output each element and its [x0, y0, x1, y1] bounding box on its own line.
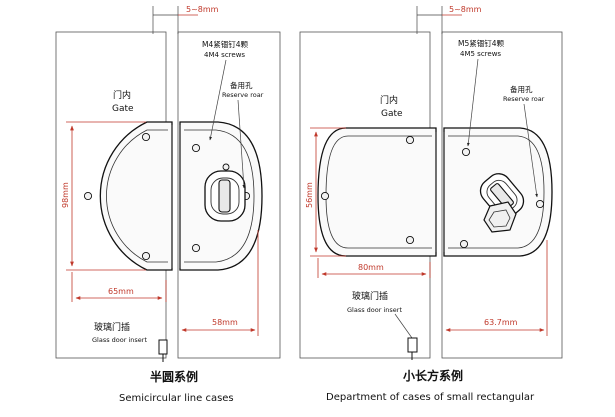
caption-cn: 半圆系例: [150, 369, 198, 384]
gate-label-en: Gate: [112, 104, 134, 114]
screw-hole: [405, 235, 415, 245]
gate-label-cn: 门内: [113, 89, 131, 101]
reserve-label-en: Reserve roar: [503, 95, 545, 103]
right-glass-panel: [177, 31, 281, 359]
gate-label-en: Gate: [381, 109, 403, 119]
screw-hole: [83, 191, 93, 201]
semicircular-lock-body: [99, 121, 173, 271]
gap-label: 5~8mm: [186, 5, 219, 14]
offset-label: 58mm: [212, 318, 238, 327]
knob-lever: [218, 179, 231, 213]
caption-en: Semicircular line cases: [119, 393, 234, 404]
height-label: 98mm: [61, 182, 70, 208]
glass-insert-label-en: Glass door insert: [347, 306, 402, 314]
glass-insert-label-cn: 玻璃门插: [94, 321, 130, 333]
glass-insert: [158, 339, 168, 355]
screw-hole: [222, 163, 230, 171]
reserve-label-cn: 备用孔: [230, 80, 253, 90]
screw-hole: [191, 143, 201, 153]
width-label: 80mm: [358, 263, 384, 272]
screw-hole: [461, 147, 471, 157]
reserve-hole: [535, 199, 545, 209]
glass-insert-label-en: Glass door insert: [92, 336, 147, 344]
screw-hole: [141, 251, 151, 261]
screw-hole: [191, 243, 201, 253]
glass-insert-label-cn: 玻璃门插: [352, 290, 388, 302]
reserve-label-cn: 备用孔: [510, 84, 533, 94]
screw-hole: [141, 132, 151, 142]
screw-label-en: 4M5 screws: [460, 50, 501, 58]
semicircular-figure: 5~8mm M4紧锢钉4颗 4M4 screws 备用孔 Reserve roa…: [55, 5, 281, 404]
screw-label-cn: M4紧锢钉4颗: [202, 39, 249, 49]
screw-hole: [459, 239, 469, 249]
gap-label: 5~8mm: [449, 5, 482, 14]
glass-insert: [407, 337, 418, 353]
offset-label: 63.7mm: [484, 318, 518, 327]
rectangular-figure: 5~8mm M5紧锢钉4颗 4M5 screws 备用孔 Reserve roa…: [299, 5, 563, 403]
screw-hole: [320, 191, 330, 201]
caption-cn: 小长方系例: [403, 368, 463, 383]
width-label: 65mm: [108, 287, 134, 296]
rectangular-lock-body: [317, 127, 437, 257]
height-label: 56mm: [305, 182, 314, 208]
reserve-label-en: Reserve roar: [222, 91, 264, 99]
screw-label-en: 4M4 screws: [204, 51, 245, 59]
right-glass-panel: [441, 31, 563, 359]
gate-label-cn: 门内: [380, 94, 398, 106]
screw-hole: [405, 135, 415, 145]
screw-label-cn: M5紧锢钉4颗: [458, 38, 505, 48]
caption-en: Department of cases of small rectangular: [326, 392, 535, 403]
